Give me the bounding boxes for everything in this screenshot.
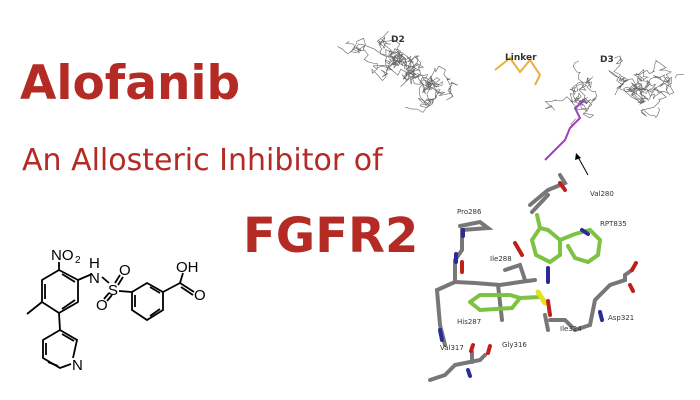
no2-label: NO: [51, 247, 74, 264]
residue-label-val317: Val317: [440, 344, 464, 352]
nh-h-label: H: [89, 255, 100, 272]
residue-label-ile324: Ile324: [560, 325, 582, 333]
arrow-head-icon: [575, 153, 581, 160]
residue-sticks: [428, 173, 638, 382]
residue-label-gly316: Gly316: [502, 341, 527, 349]
protein-backbone: [337, 30, 684, 161]
residue-label-pro286: Pro286: [457, 208, 482, 216]
oxygen-label: O: [96, 297, 108, 314]
carbonyl-oxygen-label: O: [194, 287, 206, 304]
sulfur-label: S: [108, 282, 118, 299]
nh-n-label: N: [89, 270, 100, 287]
residue-label-val280: Val280: [590, 190, 614, 198]
target-name: FGFR2: [243, 208, 419, 264]
residue-label-rpt835: RPT835: [600, 220, 627, 228]
oxygen-label: O: [119, 262, 131, 279]
structure-bonds: [26, 262, 195, 369]
highlighted-segment: [494, 56, 542, 86]
highlighted-segment: [544, 99, 586, 161]
no2-subscript: 2: [75, 255, 81, 266]
residue-label-ile288: Ile288: [490, 255, 512, 263]
pyridine-n-label: N: [72, 357, 83, 374]
backbone-trace: [337, 30, 458, 113]
domain-d2-label: D2: [391, 35, 405, 45]
domain-d3-label: D3: [600, 55, 614, 65]
subtitle: An Allosteric Inhibitor of: [22, 143, 383, 178]
ligand-sticks: [468, 213, 603, 313]
residue-label-his287: His287: [457, 318, 481, 326]
backbone-trace: [544, 55, 684, 128]
hydroxyl-label: OH: [176, 259, 199, 276]
arrow-line: [577, 156, 589, 176]
residue-label-asp321: Asp321: [608, 314, 634, 322]
drug-name-title: Alofanib: [20, 56, 241, 111]
linker-label: Linker: [505, 53, 537, 63]
